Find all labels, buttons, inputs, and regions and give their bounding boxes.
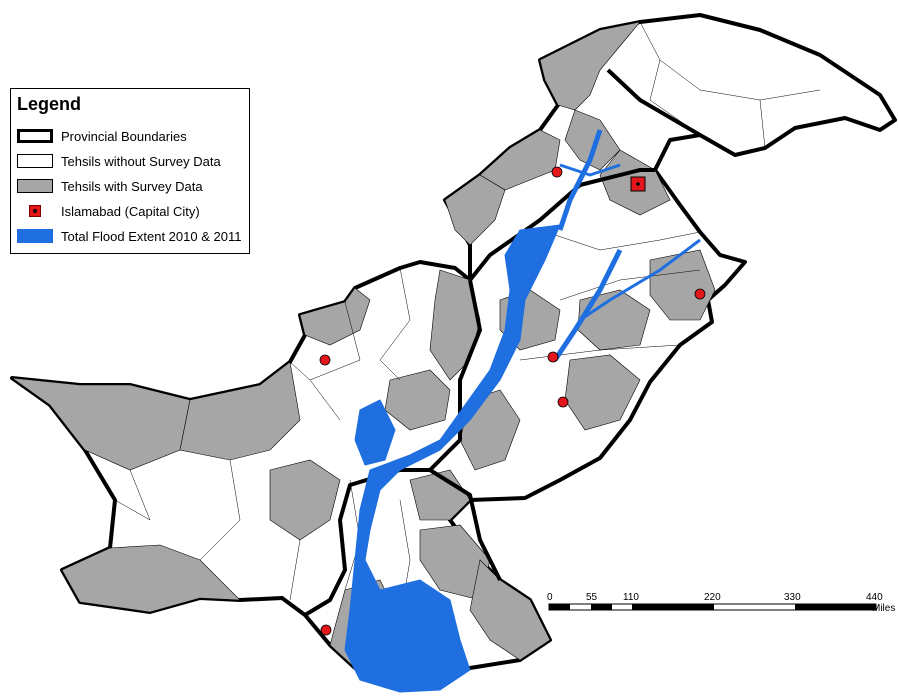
- legend-item-islamabad: Islamabad (Capital City): [17, 202, 200, 220]
- legend-title: Legend: [17, 94, 82, 114]
- city-marker: [557, 396, 569, 408]
- city-marker: [547, 351, 559, 363]
- legend-label: Tehsils with Survey Data: [61, 178, 203, 194]
- gray-fill-icon: [17, 179, 53, 193]
- tehsil-gray: [179, 361, 301, 461]
- province-line: [428, 468, 502, 581]
- white-fill-icon: [17, 154, 53, 168]
- legend-item-flood-extent: Total Flood Extent 2010 & 2011: [17, 227, 241, 245]
- city-marker: [694, 288, 706, 300]
- legend-label: Provincial Boundaries: [61, 128, 187, 144]
- blue-fill-icon: [17, 229, 53, 243]
- city-marker: [320, 624, 332, 636]
- legend-item-without-survey: Tehsils without Survey Data: [17, 152, 221, 170]
- tehsil-gray: [564, 109, 621, 171]
- flood-river: [552, 129, 623, 362]
- tehsil-gray: [469, 559, 551, 661]
- tehsil-gray: [577, 289, 651, 351]
- scale-tick-label: 55: [586, 592, 598, 603]
- scale-tick-label: 440: [866, 592, 883, 603]
- tehsil-line: [289, 267, 411, 421]
- tehsil-gray: [409, 469, 471, 521]
- red-square-dot-icon: [17, 204, 53, 218]
- legend: Legend Provincial Boundaries Tehsils wit…: [10, 88, 250, 254]
- flood-river: [559, 163, 701, 322]
- tehsil-gray: [269, 459, 341, 541]
- city-marker: [319, 354, 331, 366]
- scale-tick-label: 0: [547, 592, 553, 603]
- flood-area: [354, 399, 396, 466]
- thick-outline-icon: [17, 129, 53, 143]
- legend-item-provincial-boundaries: Provincial Boundaries: [17, 127, 187, 145]
- scale-bar: [548, 603, 877, 611]
- province-line: [468, 168, 655, 282]
- legend-label: Tehsils without Survey Data: [61, 153, 221, 169]
- tehsil-gray: [444, 174, 506, 246]
- flood-extent: [344, 129, 701, 693]
- scale-tick-label: 330: [784, 592, 801, 603]
- tehsil-gray: [649, 249, 716, 321]
- cities: [319, 166, 706, 636]
- tehsil-gray: [61, 544, 241, 613]
- surveyed-tehsils: [10, 21, 716, 669]
- scale-tick-label: 110: [623, 592, 639, 603]
- legend-item-with-survey: Tehsils with Survey Data: [17, 177, 203, 195]
- tehsil-line: [114, 459, 301, 601]
- legend-label: Islamabad (Capital City): [61, 203, 200, 219]
- islamabad-marker: [630, 176, 646, 192]
- scale-tick-label: 220: [704, 592, 721, 603]
- tehsil-gray: [539, 21, 641, 111]
- legend-label: Total Flood Extent 2010 & 2011: [61, 228, 242, 244]
- tehsil-line: [519, 229, 701, 361]
- scale-unit-label: Miles: [872, 603, 896, 614]
- city-marker: [551, 166, 563, 178]
- flood-area: [344, 224, 561, 693]
- province-line: [606, 68, 702, 137]
